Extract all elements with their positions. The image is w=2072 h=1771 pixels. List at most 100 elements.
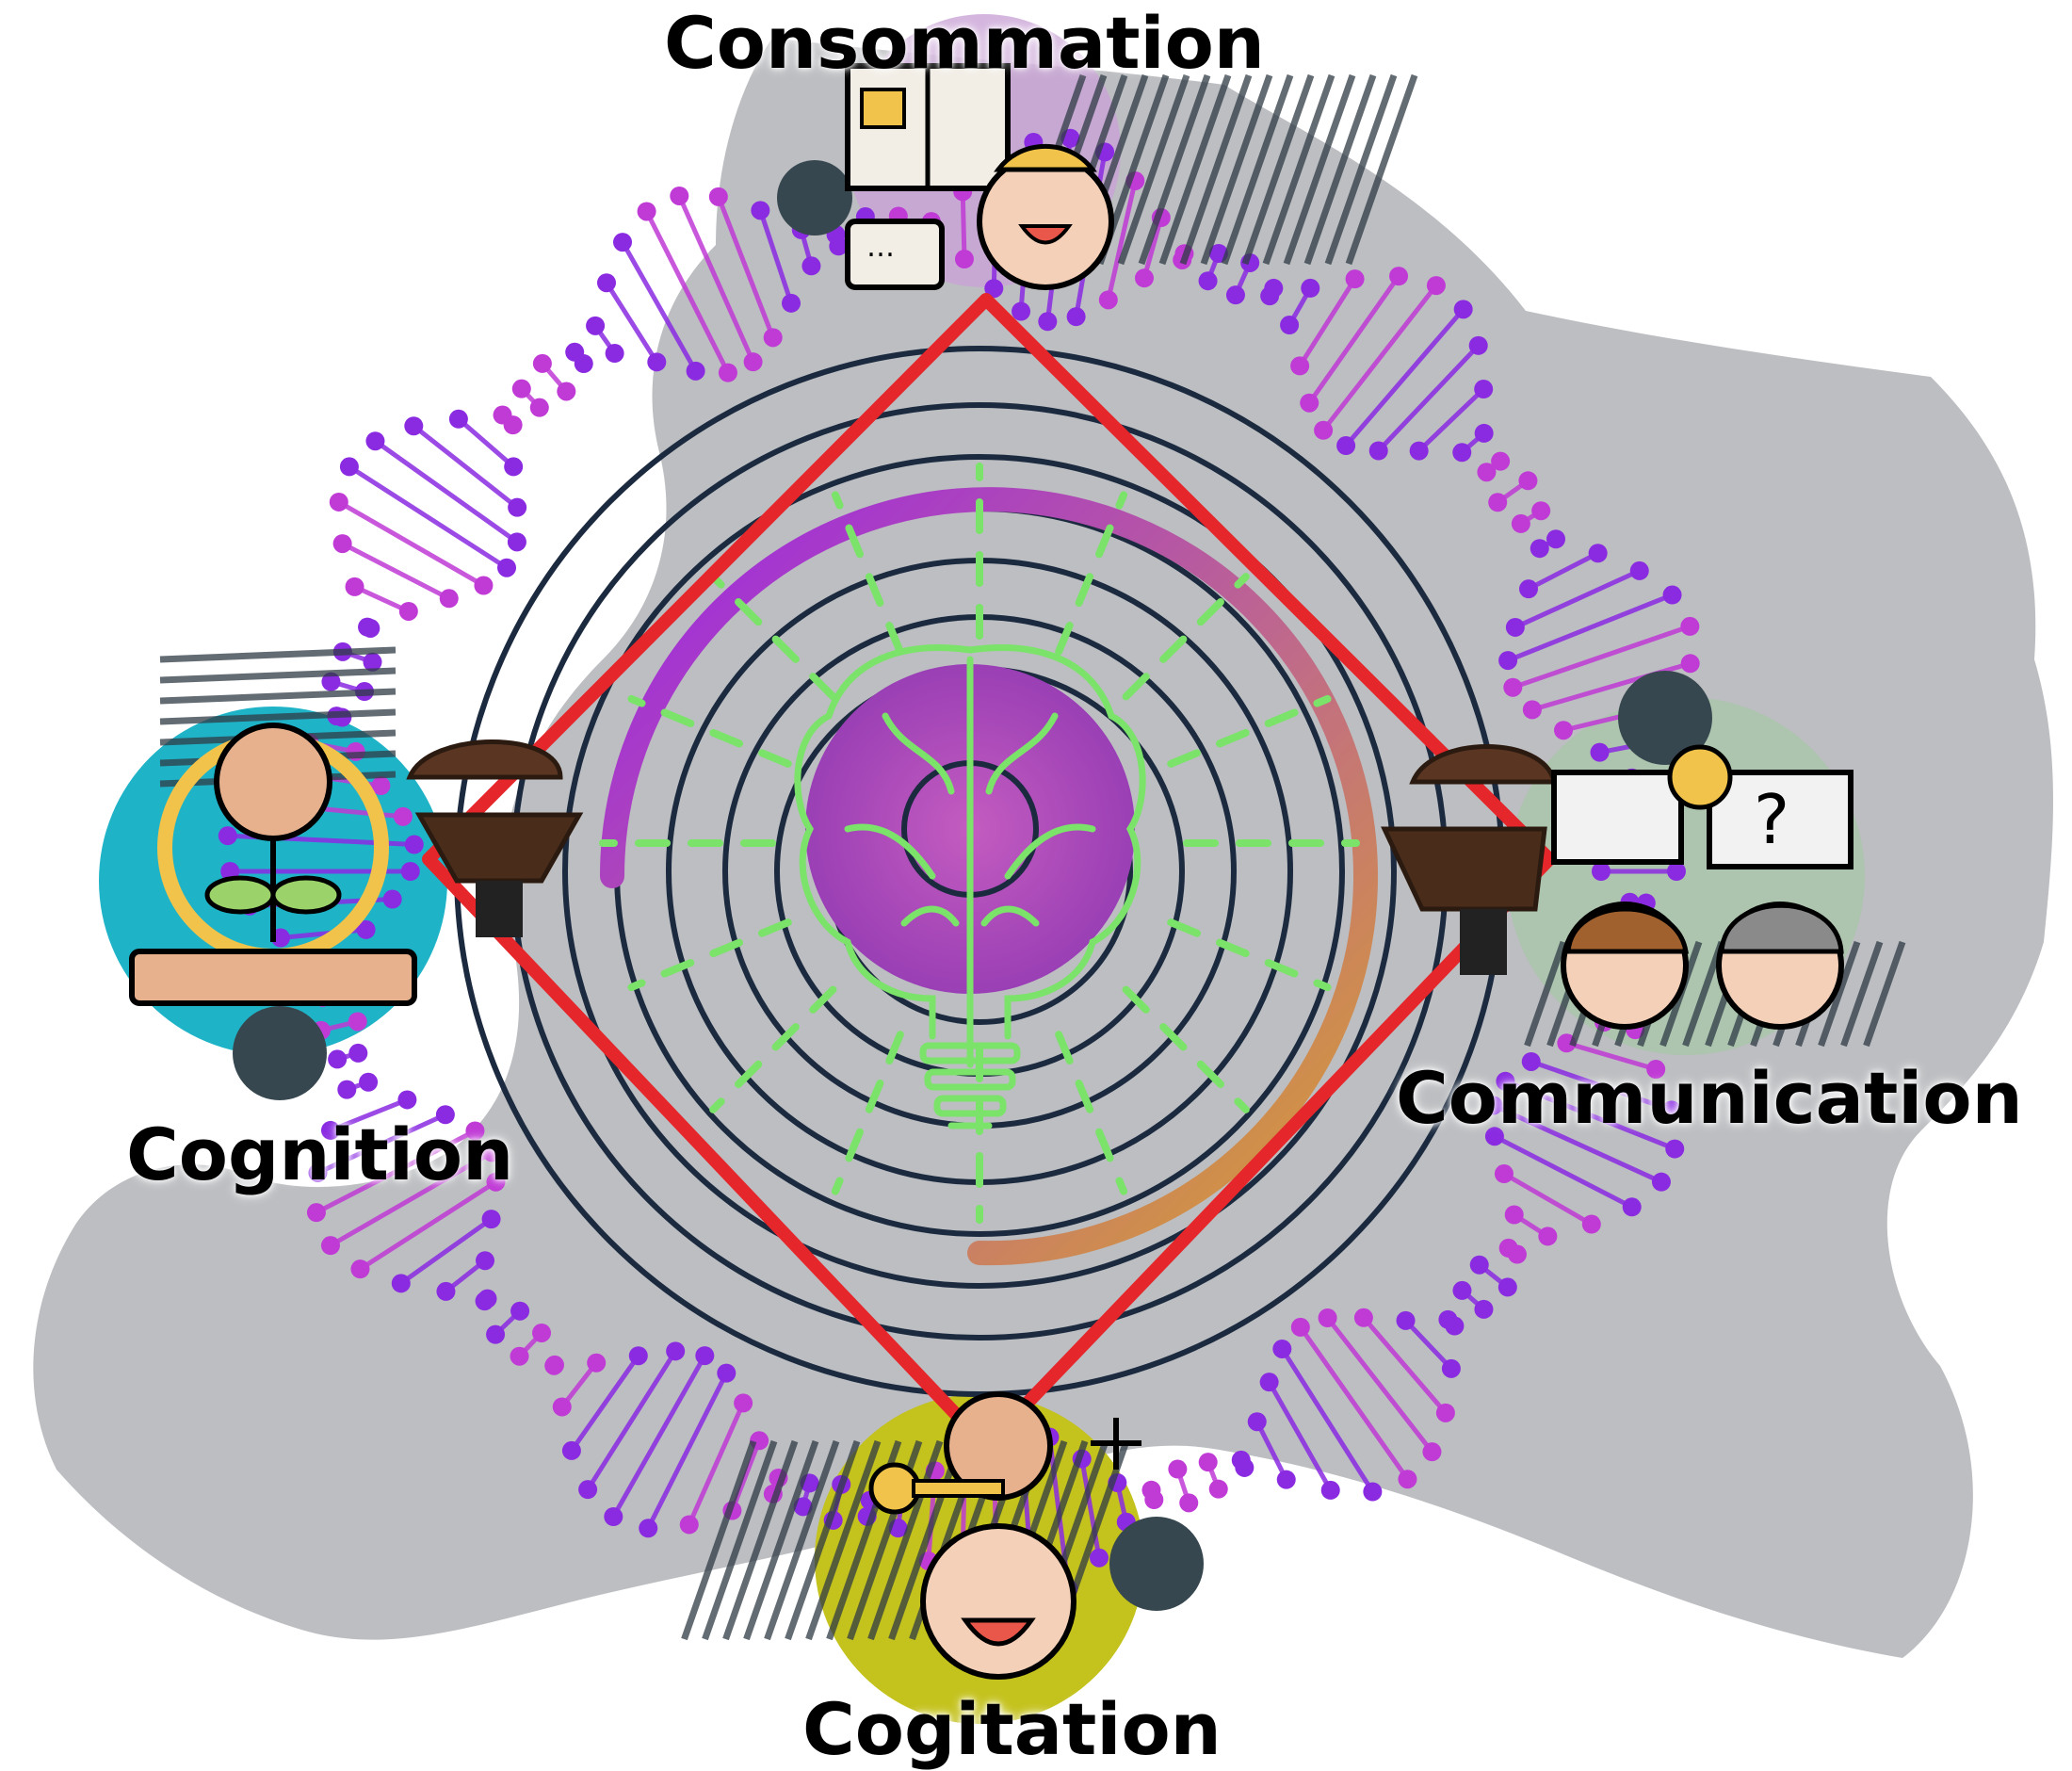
helix-dot: [476, 1251, 494, 1270]
helix-dot: [482, 1210, 501, 1228]
helix-dot: [1248, 1412, 1267, 1431]
helix-rung: [963, 191, 964, 259]
helix-dot: [399, 602, 418, 621]
helix-dot: [512, 380, 531, 398]
helix-dot: [1290, 356, 1309, 375]
helix-dot: [1319, 1308, 1337, 1327]
helix-dot: [1452, 1281, 1471, 1300]
node-label-cogitation: Cogitation: [802, 1694, 1222, 1765]
helix-dot: [1512, 514, 1530, 533]
helix-dot: [321, 1236, 340, 1255]
helix-dot: [1505, 1205, 1524, 1224]
helix-dot: [359, 1073, 378, 1092]
helix-dot: [562, 1441, 581, 1460]
helix-dot: [1469, 336, 1488, 355]
helix-dot: [613, 233, 632, 252]
helix-rung: [339, 502, 484, 586]
helix-dot: [1398, 1470, 1416, 1488]
hatch-line: [160, 671, 396, 680]
svg-text:…: …: [866, 231, 895, 264]
helix-dot: [1067, 307, 1086, 326]
helix-dot: [1470, 1256, 1489, 1275]
helix-dot: [639, 1519, 657, 1537]
helix-dot: [394, 807, 413, 826]
helix-dot: [557, 382, 575, 400]
helix-dot: [307, 1203, 326, 1222]
helix-dot: [449, 410, 468, 429]
helix-dot: [1410, 442, 1429, 461]
helix-dot: [1495, 1164, 1514, 1183]
helix-dot: [955, 250, 974, 268]
helix-dot: [744, 352, 763, 371]
helix-dot: [1280, 316, 1299, 334]
helix-dot: [717, 1364, 736, 1383]
helix-dot: [1589, 544, 1608, 562]
helix-dot: [1681, 654, 1700, 673]
helix-dot: [1554, 721, 1573, 739]
helix-dot: [1422, 1442, 1441, 1461]
helix-dot: [1477, 463, 1496, 481]
helix-dot: [1523, 700, 1542, 719]
helix-dot: [1442, 1359, 1461, 1378]
helix-dot: [1436, 1404, 1455, 1422]
helix-dot: [680, 1515, 699, 1534]
helix-dot: [751, 201, 769, 219]
helix-dot: [553, 1397, 572, 1416]
helix-dot: [1445, 1317, 1464, 1336]
helix-dot: [782, 294, 801, 313]
helix-dot: [440, 589, 459, 608]
helix-dot: [348, 1012, 367, 1031]
helix-dot: [629, 1346, 648, 1365]
helix-dot: [1538, 1227, 1557, 1245]
helix-dot: [1369, 442, 1388, 461]
helix-dot: [1519, 579, 1538, 598]
helix-dot: [436, 1282, 455, 1301]
helix-dot: [330, 493, 348, 512]
helix-dot: [1452, 443, 1471, 462]
helix-dot: [801, 256, 820, 275]
helix-dot: [587, 1354, 606, 1373]
helix-dot: [719, 364, 737, 382]
helix-dot: [508, 498, 526, 517]
helix-dot: [340, 457, 359, 476]
helix-dot: [1277, 1470, 1296, 1489]
helix-dot: [1135, 268, 1154, 287]
helix-dot: [497, 559, 516, 577]
helix-dot: [597, 273, 616, 292]
helix-dot: [1582, 1215, 1601, 1234]
helix-dot: [1301, 279, 1319, 298]
helix-dot: [1314, 421, 1333, 440]
helix-dot: [358, 618, 377, 637]
helix-dot: [578, 1480, 597, 1499]
helix-dot: [494, 406, 512, 425]
helix-dot: [405, 836, 424, 854]
helix-dot: [1226, 285, 1245, 304]
helix-dot: [1474, 1300, 1493, 1319]
helix-dot: [695, 1346, 714, 1365]
helix-dot: [1260, 1373, 1279, 1391]
helix-dot: [586, 317, 605, 335]
helix-dot: [1474, 380, 1493, 398]
helix-dot: [1141, 1481, 1160, 1500]
helix-dot: [532, 1324, 551, 1342]
node-label-cognition: Cognition: [126, 1119, 513, 1191]
helix-dot: [647, 352, 666, 371]
helix-dot: [474, 577, 493, 595]
helix-dot: [1518, 471, 1537, 490]
helix-dot: [687, 362, 705, 381]
hatch-line: [160, 712, 396, 722]
helix-dot: [1454, 300, 1473, 318]
helix-dot: [1363, 1483, 1382, 1502]
helix-dot: [333, 534, 352, 553]
helix-dot: [1209, 1480, 1228, 1499]
helix-dot: [504, 457, 523, 476]
helix-dot: [530, 398, 549, 417]
helix-dot: [544, 1357, 563, 1375]
helix-dot: [1652, 1173, 1671, 1192]
helix-dot: [1498, 1277, 1517, 1296]
helix-dot: [486, 1325, 505, 1344]
helix-dot: [392, 1274, 411, 1292]
helix-dot: [604, 1507, 623, 1526]
helix-dot: [1506, 618, 1525, 637]
